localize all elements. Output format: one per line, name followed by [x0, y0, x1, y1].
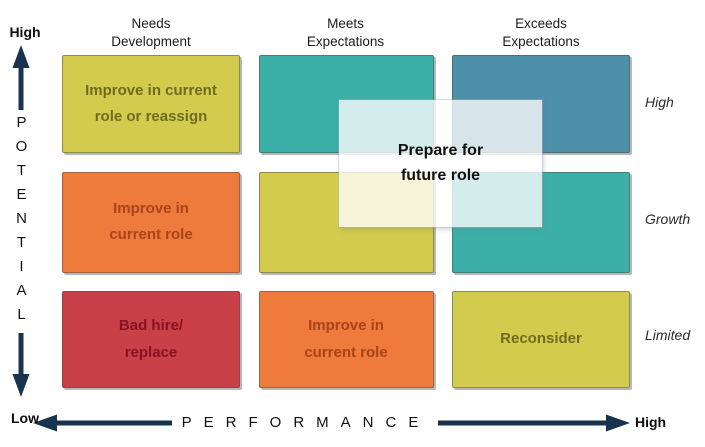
cell-limited-exceeds-expectations: Reconsider — [452, 291, 630, 388]
cell-limited-meets-expectations: Improve in current role — [258, 291, 434, 388]
row-label-limited: Limited — [645, 327, 691, 343]
performance-high-label: High — [635, 414, 667, 430]
potential-axis-down-arrow — [12, 333, 30, 397]
potential-axis-label: POTENTIAL — [13, 114, 30, 330]
cell-limited-needs-development: Bad hire/ replace — [62, 291, 240, 388]
cell-high-needs-development: Improve in current role or reassign — [62, 55, 240, 153]
column-header-needs-development: Needs Development — [111, 16, 191, 50]
performance-axis-left-arrow — [33, 414, 172, 432]
low-origin-label: Low — [11, 410, 39, 426]
potential-axis-up-arrow — [12, 45, 30, 110]
column-header-exceeds-expectations: Exceeds Expectations — [502, 16, 580, 50]
prepare-for-future-role-card: Prepare for future role — [339, 100, 542, 227]
potential-high-label: High — [9, 24, 41, 40]
performance-axis-label: PERFORMANCE — [181, 414, 431, 431]
row-label-high: High — [645, 94, 674, 110]
column-header-meets-expectations: Meets Expectations — [306, 16, 385, 50]
cell-growth-needs-development: Improve in current role — [62, 171, 240, 273]
performance-axis-right-arrow — [438, 414, 630, 432]
row-label-growth: Growth — [645, 211, 691, 227]
